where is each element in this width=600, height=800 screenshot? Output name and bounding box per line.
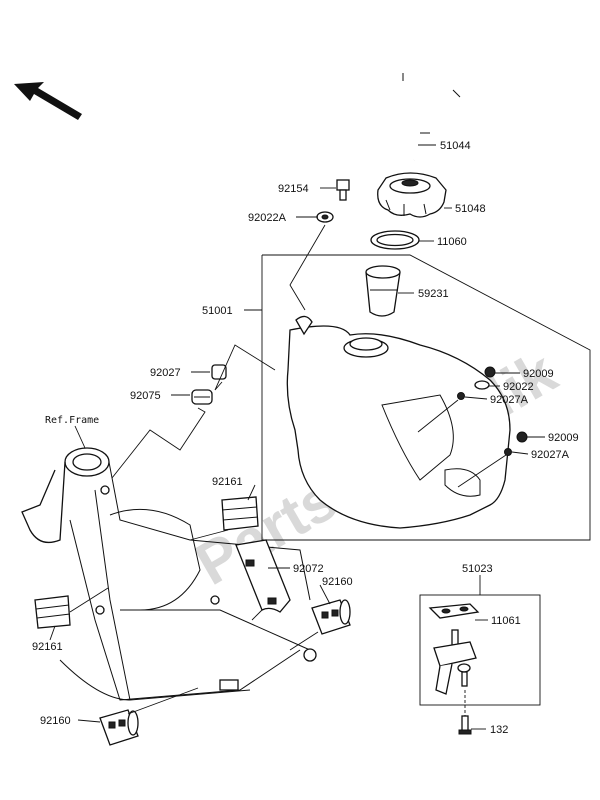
label-92075: 92075 (130, 390, 161, 402)
label-92022A: 92022A (248, 212, 287, 224)
screw-92009-upper (484, 366, 496, 378)
collar-92027A-lower (504, 448, 512, 456)
collar-92027A-upper (457, 392, 465, 400)
label-51048: 51048 (455, 203, 486, 215)
label-11061: 11061 (491, 615, 521, 627)
washer-92022 (474, 380, 490, 390)
label-92160-lower: 92160 (40, 715, 71, 727)
label-92160-upper: 92160 (322, 576, 353, 588)
fuel-filter-59231 (365, 265, 401, 317)
label-92027A-upper: 92027A (490, 394, 529, 406)
grommet-92075 (191, 389, 213, 405)
damper-92161-upper (221, 496, 259, 531)
fuel-cap (377, 172, 447, 218)
label-92009-lower: 92009 (548, 432, 579, 444)
bolt-92154 (336, 179, 350, 201)
label-51001: 51001 (202, 305, 233, 317)
label-92027: 92027 (150, 367, 181, 379)
label-51023: 51023 (462, 563, 493, 575)
washer-92022A (316, 211, 334, 223)
fuel-cock (433, 629, 477, 695)
ref-frame-label: Ref.Frame (45, 415, 99, 426)
damper-92160-upper (311, 599, 351, 635)
label-92161-upper: 92161 (212, 476, 243, 488)
screw-132 (458, 715, 472, 735)
damper-92161-lower (34, 595, 71, 629)
frame (21, 447, 317, 701)
breather-hose (398, 73, 467, 161)
label-92027A-lower: 92027A (531, 449, 570, 461)
label-92009-upper: 92009 (523, 368, 554, 380)
label-132: 132 (490, 724, 508, 736)
label-51044: 51044 (440, 140, 471, 152)
label-11060: 11060 (437, 236, 467, 248)
label-92154: 92154 (278, 183, 309, 195)
front-direction-arrow-icon (14, 82, 82, 120)
fuel-tank (286, 315, 511, 529)
gasket-11060 (370, 230, 420, 250)
label-92072: 92072 (293, 563, 324, 575)
collar-92027 (211, 364, 227, 380)
tank-group-box (261, 254, 591, 541)
gasket-11061 (428, 603, 480, 619)
screw-92009-lower (516, 431, 528, 443)
label-59231: 59231 (418, 288, 449, 300)
label-92161-lower: 92161 (32, 641, 63, 653)
damper-92160-lower (99, 709, 139, 746)
band-92072 (235, 539, 291, 613)
label-92022: 92022 (503, 381, 534, 393)
